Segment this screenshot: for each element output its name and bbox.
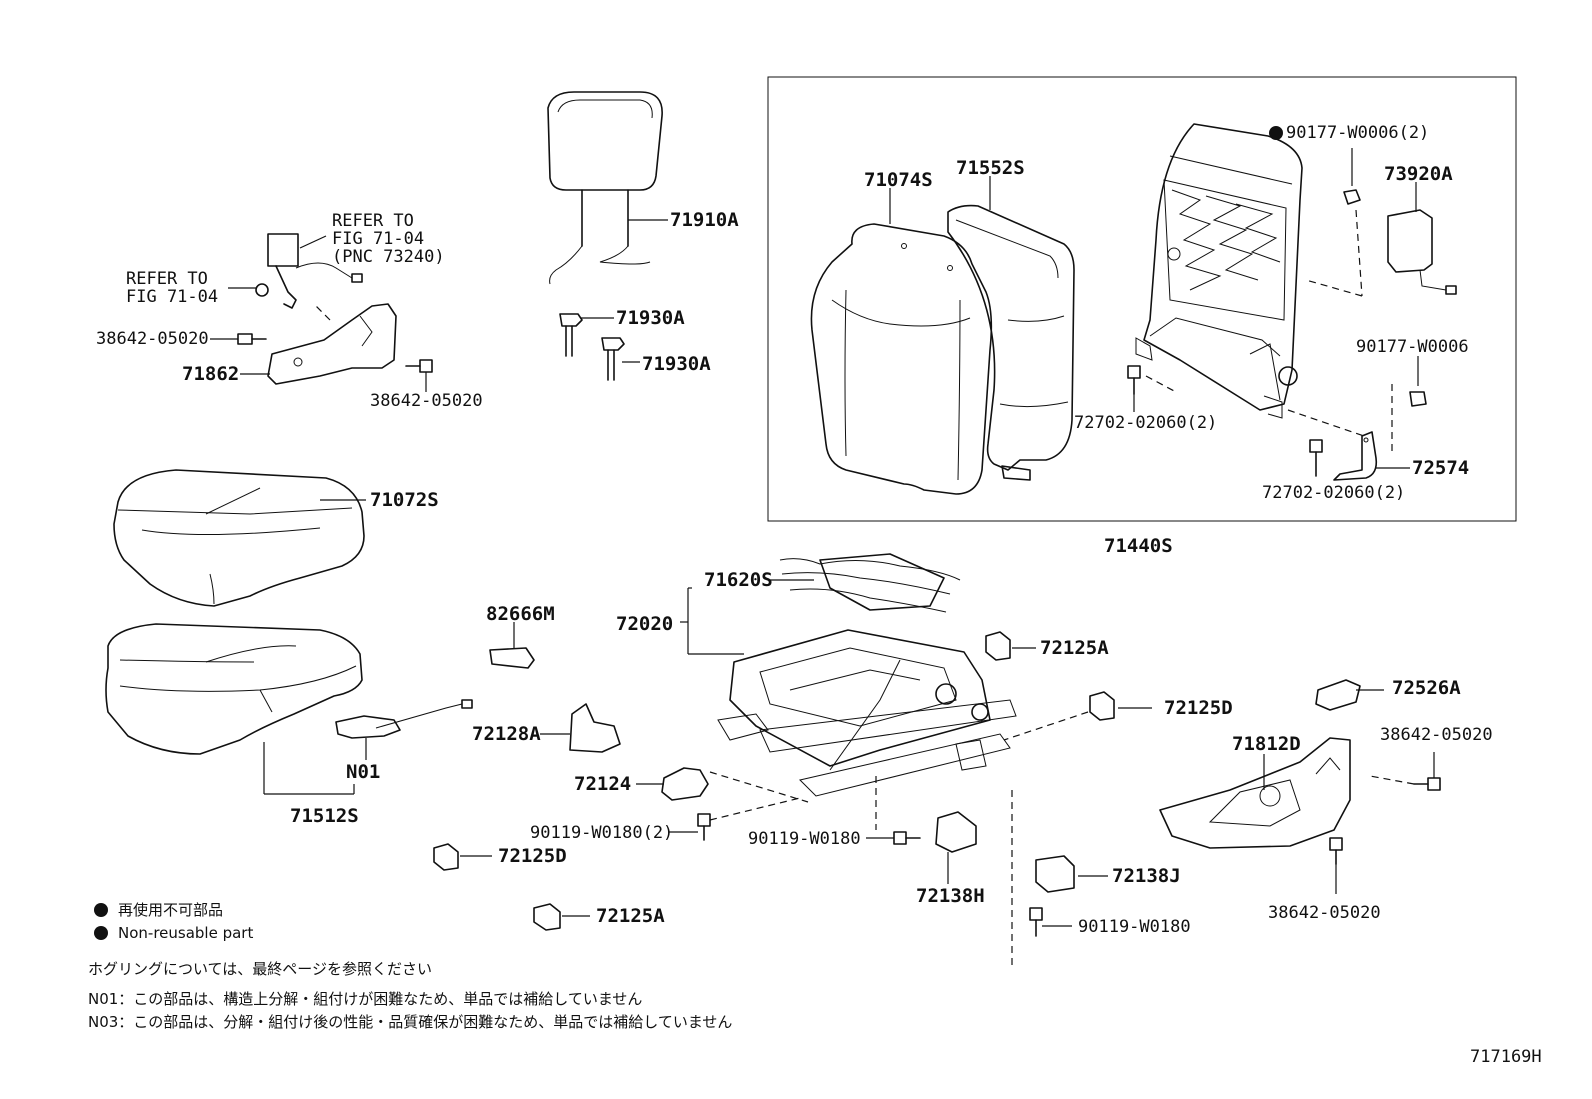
label-71812D: 71812D xyxy=(1232,733,1301,755)
legend-jp: 再使用不可部品 xyxy=(118,901,223,919)
label-38642-a: 38642-05020 xyxy=(96,329,209,349)
bolt-90119-b xyxy=(893,831,921,845)
legend-dot-en xyxy=(94,926,108,940)
seat-frame-72020-drawing xyxy=(717,629,1017,797)
legend-dot-jp xyxy=(94,903,108,917)
cover-72138H-drawing xyxy=(935,811,977,853)
label-72138H: 72138H xyxy=(916,885,985,907)
label-72125D-1: 72125D xyxy=(1164,697,1233,719)
label-82666M: 82666M xyxy=(486,603,555,625)
clip-72125A-1-drawing xyxy=(985,631,1011,661)
label-71552S: 71552S xyxy=(956,157,1025,179)
label-72020: 72020 xyxy=(616,613,673,635)
trim-73920A-drawing xyxy=(1387,209,1457,295)
label-71074S: 71074S xyxy=(864,169,933,191)
label-90177-2: 90177-W0006(2) xyxy=(1286,123,1429,143)
label-71862: 71862 xyxy=(182,363,239,385)
label-refer-1a: REFER TO xyxy=(332,211,414,231)
note-n01: N01：この部品は、構造上分解・組付けが困難なため、単品では補給していません xyxy=(88,990,642,1008)
legend-en: Non-reusable part xyxy=(118,924,253,942)
label-72574: 72574 xyxy=(1412,457,1469,479)
seatback-cover-drawing xyxy=(810,223,993,495)
diagram-id: 717169H xyxy=(1470,1047,1542,1067)
note-n03: N03：この部品は、分解・組付け後の性能・品質確保が困難なため、単品では補給して… xyxy=(88,1013,732,1031)
bolt-38642-a xyxy=(237,333,267,345)
bolt-38642-b xyxy=(405,359,433,373)
label-38642-b: 38642-05020 xyxy=(370,391,483,411)
label-38642-d: 38642-05020 xyxy=(1268,903,1381,923)
label-90119-b: 90119-W0180 xyxy=(1078,917,1191,937)
label-72125D-2: 72125D xyxy=(498,845,567,867)
label-71072S: 71072S xyxy=(370,489,439,511)
label-72125A-1: 72125A xyxy=(1040,637,1109,659)
label-72125A-2: 72125A xyxy=(596,905,665,927)
note-hog-ring: ホグリングについては、最終ページを参照ください xyxy=(88,960,432,978)
clip-82666M-drawing xyxy=(489,647,535,669)
label-71910A: 71910A xyxy=(670,209,739,231)
nut-90177-b xyxy=(1409,391,1427,407)
knob-72526A-drawing xyxy=(1315,679,1361,711)
bracket-72574-drawing xyxy=(1333,431,1378,481)
bolt-90119-c xyxy=(1029,907,1043,937)
screw-38642-c xyxy=(1413,777,1441,791)
screw-38642-d xyxy=(1329,837,1343,865)
nut-90177-a xyxy=(1343,189,1361,205)
label-refer-1c: (PNC 73240) xyxy=(332,247,445,267)
label-71620S: 71620S xyxy=(704,569,773,591)
label-71930A-1: 71930A xyxy=(616,307,685,329)
shield-71812D-drawing xyxy=(1159,737,1351,849)
headrest-support-2 xyxy=(601,337,625,381)
label-71440S: 71440S xyxy=(1104,535,1173,557)
headrest-support-1 xyxy=(559,313,583,357)
label-72702-b: 72702-02060(2) xyxy=(1262,483,1405,503)
bolt-72702-a xyxy=(1127,365,1141,395)
label-90177: 90177-W0006 xyxy=(1356,337,1469,357)
clip-72125A-2-drawing xyxy=(533,903,561,931)
non-reusable-marker-1 xyxy=(1269,126,1283,140)
label-72526A: 72526A xyxy=(1392,677,1461,699)
cushion-pad-drawing xyxy=(105,623,363,755)
buckle-drawing xyxy=(255,233,363,309)
seatback-frame-drawing xyxy=(1135,123,1303,419)
sensor-mat-N01-drawing xyxy=(335,699,473,739)
seatback-pad-drawing xyxy=(947,204,1075,481)
label-72128A: 72128A xyxy=(472,723,541,745)
label-71512S: 71512S xyxy=(290,805,359,827)
label-72702-a: 72702-02060(2) xyxy=(1074,413,1217,433)
label-N01: N01 xyxy=(346,761,380,783)
label-72138J: 72138J xyxy=(1112,865,1181,887)
label-38642-c: 38642-05020 xyxy=(1380,725,1493,745)
bolt-72702-b xyxy=(1309,439,1323,477)
recliner-cover-inner xyxy=(267,303,397,385)
seat-spring-drawing xyxy=(779,553,961,613)
label-72124: 72124 xyxy=(574,773,631,795)
bolt-90119-a xyxy=(697,813,711,841)
label-refer-2b: FIG 71-04 xyxy=(126,287,218,307)
cushion-cover-drawing xyxy=(113,469,365,607)
label-73920A: 73920A xyxy=(1384,163,1453,185)
label-90119-2: 90119-W0180(2) xyxy=(530,823,673,843)
cover-72138J-drawing xyxy=(1035,855,1075,893)
label-refer-1b: FIG 71-04 xyxy=(332,229,424,249)
cover-72124-drawing xyxy=(661,767,709,801)
clip-72125D-2-drawing xyxy=(433,843,459,871)
headrest-drawing xyxy=(547,91,663,285)
label-90119-a: 90119-W0180 xyxy=(748,829,861,849)
clip-72125D-1-drawing xyxy=(1089,691,1115,721)
label-71930A-2: 71930A xyxy=(642,353,711,375)
cover-72128A-drawing xyxy=(569,703,621,753)
seatback-assembly-box xyxy=(767,76,1517,522)
label-refer-2a: REFER TO xyxy=(126,269,208,289)
